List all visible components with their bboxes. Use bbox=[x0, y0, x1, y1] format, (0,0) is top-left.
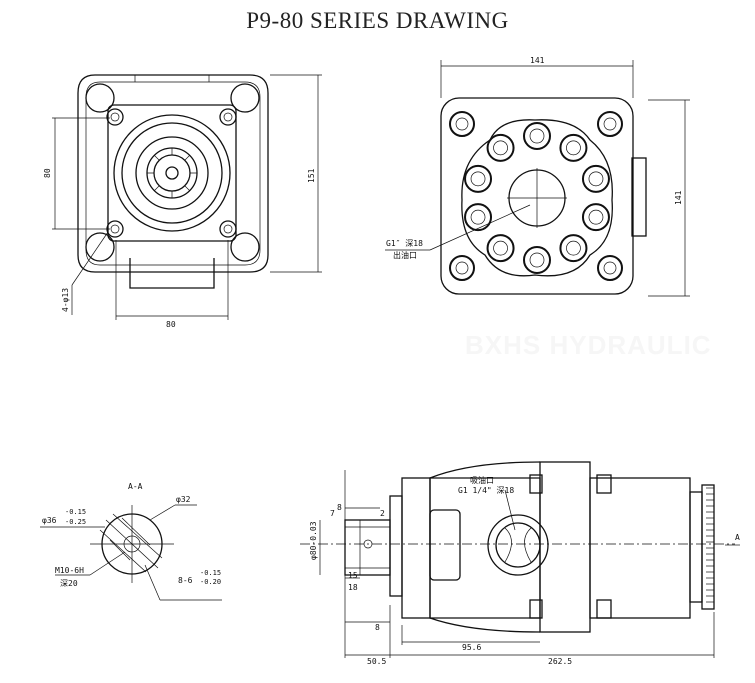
ring-bolt-head bbox=[566, 240, 581, 256]
ring-bolt-head bbox=[588, 209, 604, 225]
ring-bolt-head bbox=[529, 128, 545, 144]
ring-bolt-head bbox=[470, 171, 486, 187]
dim-height-outer: 151 bbox=[307, 168, 316, 183]
ring-bolt bbox=[464, 164, 493, 193]
section-view: A-A φ32 φ36 -0.15 -0.25 M10-6H 深20 8-6 -… bbox=[40, 482, 222, 601]
section-label: A-A bbox=[128, 482, 143, 491]
dim-15: 15 bbox=[348, 571, 358, 580]
ring-bolt bbox=[523, 246, 551, 274]
section-tol-spline-upper: -0.15 bbox=[65, 508, 86, 516]
dim-dia80: φ80-0.03 bbox=[309, 521, 318, 560]
ring-bolt-head bbox=[493, 240, 508, 256]
drawing-title: P9-80 SERIES DRAWING bbox=[246, 8, 509, 33]
ring-bolt bbox=[581, 203, 610, 232]
section-dia-spline: φ36 bbox=[42, 516, 57, 525]
rear-view: 141 141 G1″ 深18 出油口 bbox=[385, 56, 690, 297]
ring-bolt bbox=[523, 122, 551, 150]
dim-50: 50.5 bbox=[367, 657, 386, 666]
section-thread: M10-6H bbox=[55, 566, 84, 575]
port-label: G1″ 深18 bbox=[386, 239, 423, 248]
side-view: 50.5 262.5 95.6 8 7 8 2 φ80-0.03 15 18 G… bbox=[300, 461, 740, 666]
dim-width: 80 bbox=[166, 320, 176, 329]
dim-2: 2 bbox=[380, 509, 385, 518]
dim-7: 7 bbox=[330, 509, 335, 518]
ring-bolt-head bbox=[493, 140, 508, 156]
ring-bolt bbox=[581, 164, 610, 193]
section-tol-keys-upper: -0.15 bbox=[200, 569, 221, 577]
inlet-note: 吸油口 bbox=[470, 475, 494, 485]
ring-bolt bbox=[559, 133, 588, 162]
ring-bolt-head bbox=[566, 140, 581, 156]
dim-95: 95.6 bbox=[462, 643, 481, 652]
dim-8b: 8 bbox=[375, 623, 380, 632]
section-thread-depth: 深20 bbox=[60, 579, 78, 588]
watermark: BXHS HYDRAULIC bbox=[465, 330, 712, 360]
dim-overall: 262.5 bbox=[548, 657, 572, 666]
dim-18: 18 bbox=[348, 583, 358, 592]
section-dia-outer: φ32 bbox=[176, 495, 191, 504]
ring-bolt bbox=[486, 234, 515, 263]
ring-bolt-head bbox=[588, 171, 604, 187]
section-keys: 8-6 bbox=[178, 576, 193, 585]
front-view: 80 151 80 4-φ13 bbox=[43, 74, 322, 329]
port-note: 出油口 bbox=[393, 250, 417, 260]
rear-dim-height: 141 bbox=[674, 190, 683, 205]
dim-8: 8 bbox=[337, 503, 342, 512]
section-mark: A bbox=[735, 533, 740, 542]
inlet-label: G1 1/4" 深18 bbox=[458, 486, 514, 495]
rear-dim-width: 141 bbox=[530, 56, 545, 65]
ring-bolt bbox=[486, 133, 515, 162]
ring-bolt-head bbox=[470, 209, 486, 225]
section-tol-spline-lower: -0.25 bbox=[65, 518, 86, 526]
ring-bolt bbox=[559, 234, 588, 263]
dim-height-inner: 80 bbox=[43, 168, 52, 178]
ring-bolt bbox=[464, 203, 493, 232]
section-tol-keys-lower: -0.20 bbox=[200, 578, 221, 586]
dim-holes: 4-φ13 bbox=[61, 288, 70, 312]
ring-bolt-head bbox=[529, 252, 545, 268]
